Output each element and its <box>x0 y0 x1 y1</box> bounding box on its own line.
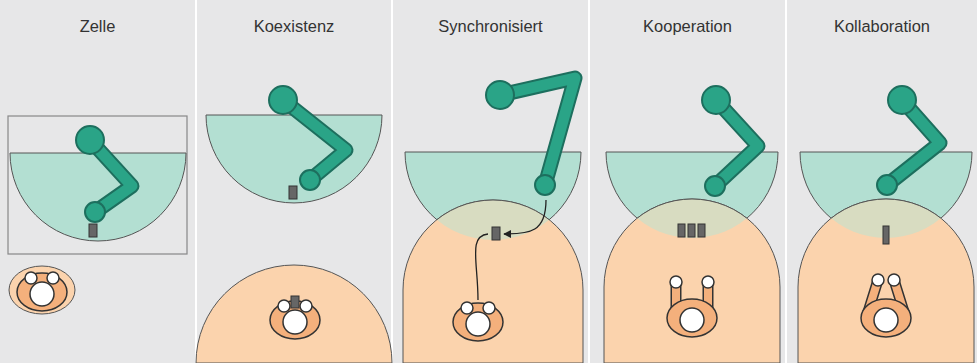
panel-heading: Synchronisiert <box>393 17 588 36</box>
panel: Kollaboration <box>787 0 977 60</box>
panel-heading: Koexistenz <box>197 17 391 36</box>
panel: Zelle <box>0 0 195 60</box>
panel: Kooperation <box>590 0 785 60</box>
panel: Synchronisiert <box>393 0 588 60</box>
panel-heading: Zelle <box>0 17 195 36</box>
panel: Koexistenz <box>197 0 391 60</box>
panel-heading: Kollaboration <box>787 17 977 36</box>
panel-heading: Kooperation <box>590 17 785 36</box>
